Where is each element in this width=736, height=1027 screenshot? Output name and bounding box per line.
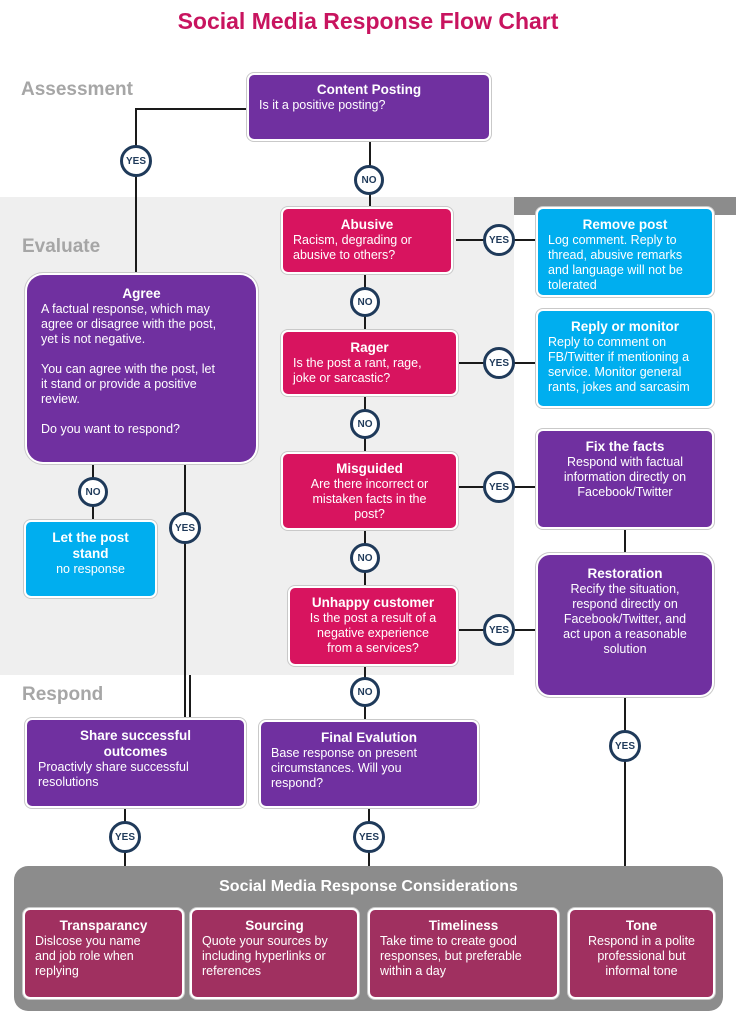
connector (189, 675, 191, 720)
let-post-stand-title: Let the post stand (52, 530, 129, 561)
connector (184, 462, 186, 720)
share-outcomes-title: Share successful outcomes (79, 728, 192, 759)
no-badge: NO (350, 543, 380, 573)
content-posting-box: Content Posting Is it a positive posting… (249, 75, 489, 139)
agree-box: Agree A factual response, which may agre… (27, 275, 256, 462)
yes-badge: YES (120, 145, 152, 177)
abusive-box: Abusive Racism, degrading or abusive to … (283, 209, 451, 272)
consideration-title: Sourcing (245, 918, 304, 933)
yes-badge: YES (483, 471, 515, 503)
consideration-text: Dislcose you name and job role when repl… (35, 934, 141, 978)
fix-facts-box: Fix the facts Respond with factual infor… (538, 431, 712, 527)
final-evaluation-text: Base response on present circumstances. … (271, 746, 417, 790)
consideration-text: Respond in a polite professional but inf… (587, 934, 696, 978)
consideration-tone: Tone Respond in a polite professional bu… (570, 910, 713, 997)
no-badge: NO (350, 287, 380, 317)
connector (135, 108, 137, 275)
unhappy-customer-box: Unhappy customer Is the post a result of… (290, 588, 456, 664)
rager-text: Is the post a rant, rage, joke or sarcas… (293, 356, 422, 385)
let-post-stand-text: no response (56, 562, 125, 576)
considerations-title: Social Media Response Considerations (219, 878, 518, 895)
agree-title: Agree (122, 286, 161, 301)
section-respond: Respond (22, 684, 104, 705)
connector (624, 527, 626, 555)
rager-box: Rager Is the post a rant, rage, joke or … (283, 332, 456, 394)
fix-facts-text: Respond with factual information directl… (563, 455, 687, 499)
abusive-title: Abusive (340, 217, 394, 232)
rager-title: Rager (350, 340, 389, 355)
let-post-stand-box: Let the post stand no response (26, 522, 155, 596)
content-posting-title: Content Posting (316, 82, 422, 97)
yes-badge: YES (353, 821, 385, 853)
remove-post-box: Remove post Log comment. Reply to thread… (538, 209, 712, 295)
page-title: Social Media Response Flow Chart (177, 8, 559, 34)
share-outcomes-box: Share successful outcomes Proactivly sha… (27, 720, 244, 806)
consideration-title: Tone (625, 918, 658, 933)
yes-badge: YES (483, 224, 515, 256)
consideration-title: Transparancy (59, 918, 148, 933)
yes-badge: YES (109, 821, 141, 853)
misguided-text: Are there incorrect or mistaken facts in… (310, 477, 429, 521)
reply-monitor-text: Reply to comment on FB/Twitter if mentio… (548, 335, 690, 394)
share-outcomes-text: Proactivly share successful resolutions (38, 760, 189, 789)
no-badge: NO (78, 477, 108, 507)
consideration-sourcing: Sourcing Quote your sources by including… (192, 910, 357, 997)
agree-text: A factual response, which may agree or d… (41, 302, 217, 436)
restoration-box: Restoration Recify the situation, respon… (538, 555, 712, 695)
yes-badge: YES (169, 512, 201, 544)
abusive-text: Racism, degrading or abusive to others? (293, 233, 412, 262)
content-posting-text: Is it a positive posting? (259, 98, 386, 112)
misguided-title: Misguided (336, 461, 403, 476)
consideration-text: Take time to create good responses, but … (380, 934, 522, 978)
connector (136, 108, 249, 110)
fix-facts-title: Fix the facts (585, 439, 665, 454)
remove-post-title: Remove post (582, 217, 668, 232)
reply-monitor-box: Reply or monitor Reply to comment on FB/… (538, 311, 712, 406)
connector (624, 695, 626, 866)
misguided-box: Misguided Are there incorrect or mistake… (283, 454, 456, 528)
consideration-text: Quote your sources by including hyperlin… (202, 934, 328, 978)
yes-badge: YES (483, 614, 515, 646)
consideration-timeliness: Timeliness Take time to create good resp… (370, 910, 557, 997)
section-assessment: Assessment (21, 79, 133, 100)
section-evaluate: Evaluate (22, 236, 101, 257)
no-badge: NO (354, 165, 384, 195)
final-evaluation-box: Final Evalution Base response on present… (261, 722, 477, 806)
restoration-title: Restoration (587, 566, 663, 581)
reply-monitor-title: Reply or monitor (570, 319, 679, 334)
yes-badge: YES (609, 730, 641, 762)
restoration-text: Recify the situation, respond directly o… (563, 582, 687, 656)
final-evaluation-title: Final Evalution (320, 730, 417, 745)
consideration-transparency: Transparancy Dislcose you name and job r… (25, 910, 182, 997)
unhappy-customer-title: Unhappy customer (311, 595, 435, 610)
remove-post-text: Log comment. Reply to thread, abusive re… (548, 233, 683, 292)
unhappy-customer-text: Is the post a result of a negative exper… (309, 611, 437, 655)
no-badge: NO (350, 409, 380, 439)
yes-badge: YES (483, 347, 515, 379)
no-badge: NO (350, 677, 380, 707)
consideration-title: Timeliness (428, 918, 499, 933)
